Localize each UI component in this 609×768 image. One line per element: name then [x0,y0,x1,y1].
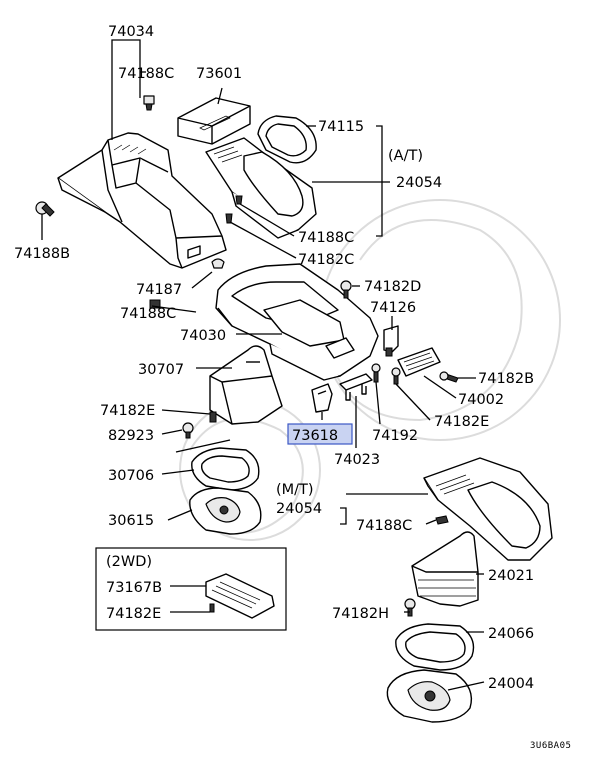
part-24021-boot [411,531,479,607]
label-74023[interactable]: 74023 [334,452,380,468]
label-74182e-b[interactable]: 74182E [434,414,489,430]
part-74182h-screw [404,598,416,617]
part-74002-panel [397,347,441,377]
labels: 74034 74188C 73601 74115 (A/T) 24054 741… [14,24,571,751]
label-74187[interactable]: 74187 [136,282,182,298]
label-74182e-a[interactable]: 74182E [100,403,155,419]
label-30707[interactable]: 30707 [138,362,184,378]
label-73601[interactable]: 73601 [196,66,242,82]
part-24066-ring [395,623,475,671]
part-73618-bracket [311,383,333,413]
label-74188c-c[interactable]: 74188C [120,306,176,322]
label-2wd: (2WD) [106,554,152,570]
label-74192[interactable]: 74192 [372,428,418,444]
label-73167b[interactable]: 73167B [106,580,162,596]
label-74030[interactable]: 74030 [180,328,226,344]
leader-lines [41,39,485,691]
label-74002[interactable]: 74002 [458,392,504,408]
label-30615[interactable]: 30615 [108,513,154,529]
part-74188c-clip-top [143,95,155,111]
label-74182c[interactable]: 74182C [298,252,354,268]
label-74115[interactable]: 74115 [318,119,364,135]
part-24004-plate [386,669,473,723]
part-24054-mt-panel [423,457,553,561]
label-24004[interactable]: 24004 [488,676,534,692]
part-74115-mat [257,115,317,164]
label-24054-mt[interactable]: 24054 [276,501,322,517]
box-2wd [95,547,287,631]
part-screws-mid [149,195,243,309]
part-74188c-clip-mt [435,515,449,525]
label-74188c-b[interactable]: 74188C [298,230,354,246]
part-74188b-clip [35,201,55,217]
part-74192-screws [371,363,401,385]
label-74034[interactable]: 74034 [108,24,154,40]
label-74182b[interactable]: 74182B [478,371,534,387]
part-24054-at-panel [205,137,317,239]
part-30706-gasket [191,447,260,491]
highlight-73618 [287,423,353,445]
part-74182b-screw [439,371,459,383]
label-24021[interactable]: 24021 [488,568,534,584]
part-30707-boot [209,345,283,425]
label-74182h[interactable]: 74182H [332,606,389,622]
label-74188c-a[interactable]: 74188C [118,66,174,82]
part-73601-tray [177,97,251,145]
label-mt: (M/T) [276,482,314,498]
label-74182d[interactable]: 74182D [364,279,421,295]
label-74126[interactable]: 74126 [370,300,416,316]
label-82923[interactable]: 82923 [108,428,154,444]
label-74182e-c[interactable]: 74182E [106,606,161,622]
label-at: (A/T) [388,148,423,164]
part-30615-plate [189,487,262,535]
part-fasteners-left [182,411,217,439]
label-24066[interactable]: 24066 [488,626,534,642]
part-74126-bracket [383,325,399,357]
part-73167b-tray [205,573,275,619]
part-74023-bracket [339,373,373,401]
label-74188c-d[interactable]: 74188C [356,518,412,534]
label-73618[interactable]: 73618 [292,428,338,444]
part-74182d-screw [340,280,352,299]
diagram-code: 3U6BA05 [530,741,571,751]
label-24054-at[interactable]: 24054 [396,175,442,191]
part-74030-console [215,263,379,381]
label-30706[interactable]: 30706 [108,468,154,484]
part-74034-console-rear [57,132,227,269]
label-74188b[interactable]: 74188B [14,246,70,262]
